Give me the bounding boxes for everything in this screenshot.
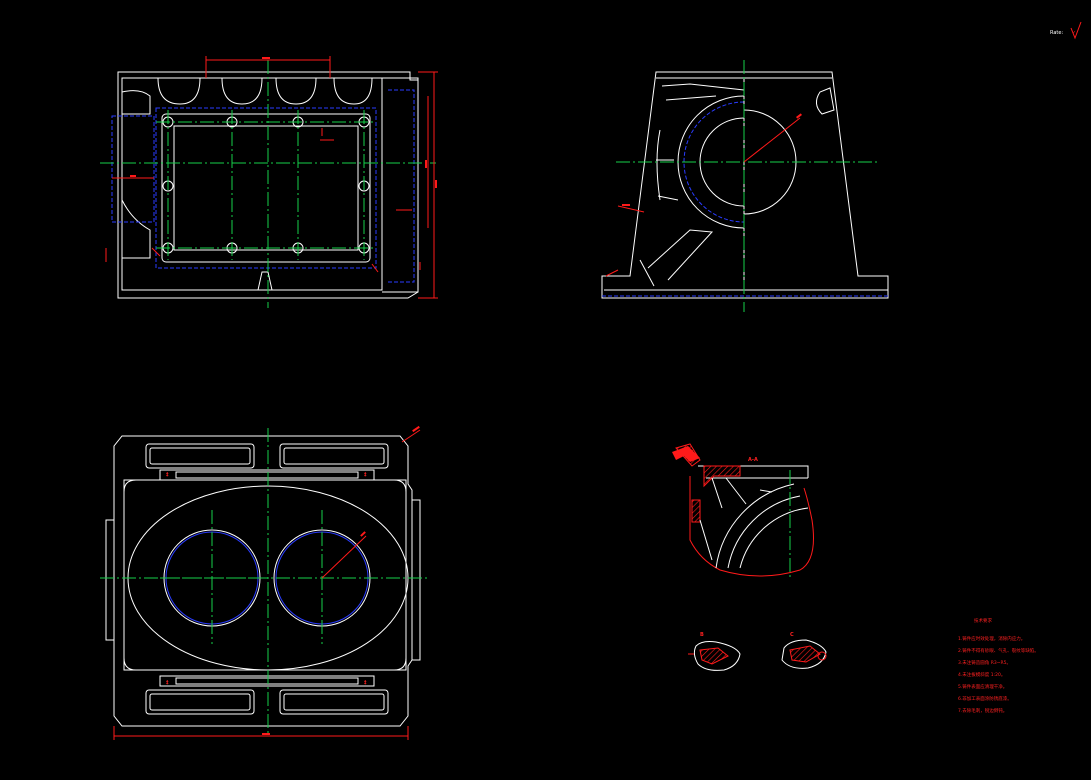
note-line-2: 2.铸件不得有砂眼、气孔、裂纹等缺陷。	[958, 647, 1039, 654]
note-line-5: 5.铸件表面应清理干净。	[958, 683, 1007, 690]
section-view: A-A	[672, 443, 814, 580]
bolt-holes	[162, 116, 370, 254]
note-line-7: 7.去除毛刺，锐边倒钝。	[958, 707, 1007, 714]
scale-mark: Rate: ✓	[1050, 21, 1082, 40]
svg-text:‡: ‡	[364, 472, 367, 478]
bottom-view: ‡ ‡ ‡ ‡	[100, 425, 430, 740]
note-line-4: 4.未注拔模斜度 1:20。	[958, 671, 1005, 678]
note-line-6: 6.非加工表面涂防锈底漆。	[958, 695, 1012, 702]
top-view	[100, 56, 438, 308]
svg-text:‡: ‡	[364, 680, 367, 686]
scale-label: Rate:	[1050, 30, 1063, 36]
notes-heading: 技术要求	[974, 617, 992, 624]
side-view	[601, 60, 889, 312]
detail-c-label: C	[790, 632, 794, 638]
top-view-dimensions	[105, 56, 438, 299]
note-line-1: 1.铸件应时效处理，消除内应力。	[958, 635, 1025, 642]
technical-notes: 技术要求 1.铸件应时效处理，消除内应力。 2.铸件不得有砂眼、气孔、裂纹等缺陷…	[958, 617, 1039, 714]
section-label: A-A	[748, 457, 758, 463]
detail-b: B	[688, 632, 741, 671]
surface-finish-icon: ✓	[1072, 30, 1076, 36]
svg-text:‡: ‡	[166, 680, 169, 686]
detail-b-label: B	[700, 632, 704, 638]
svg-text:‡: ‡	[166, 472, 169, 478]
note-line-3: 3.未注铸造圆角 R3~R5。	[958, 659, 1011, 666]
detail-c: C	[781, 632, 827, 669]
